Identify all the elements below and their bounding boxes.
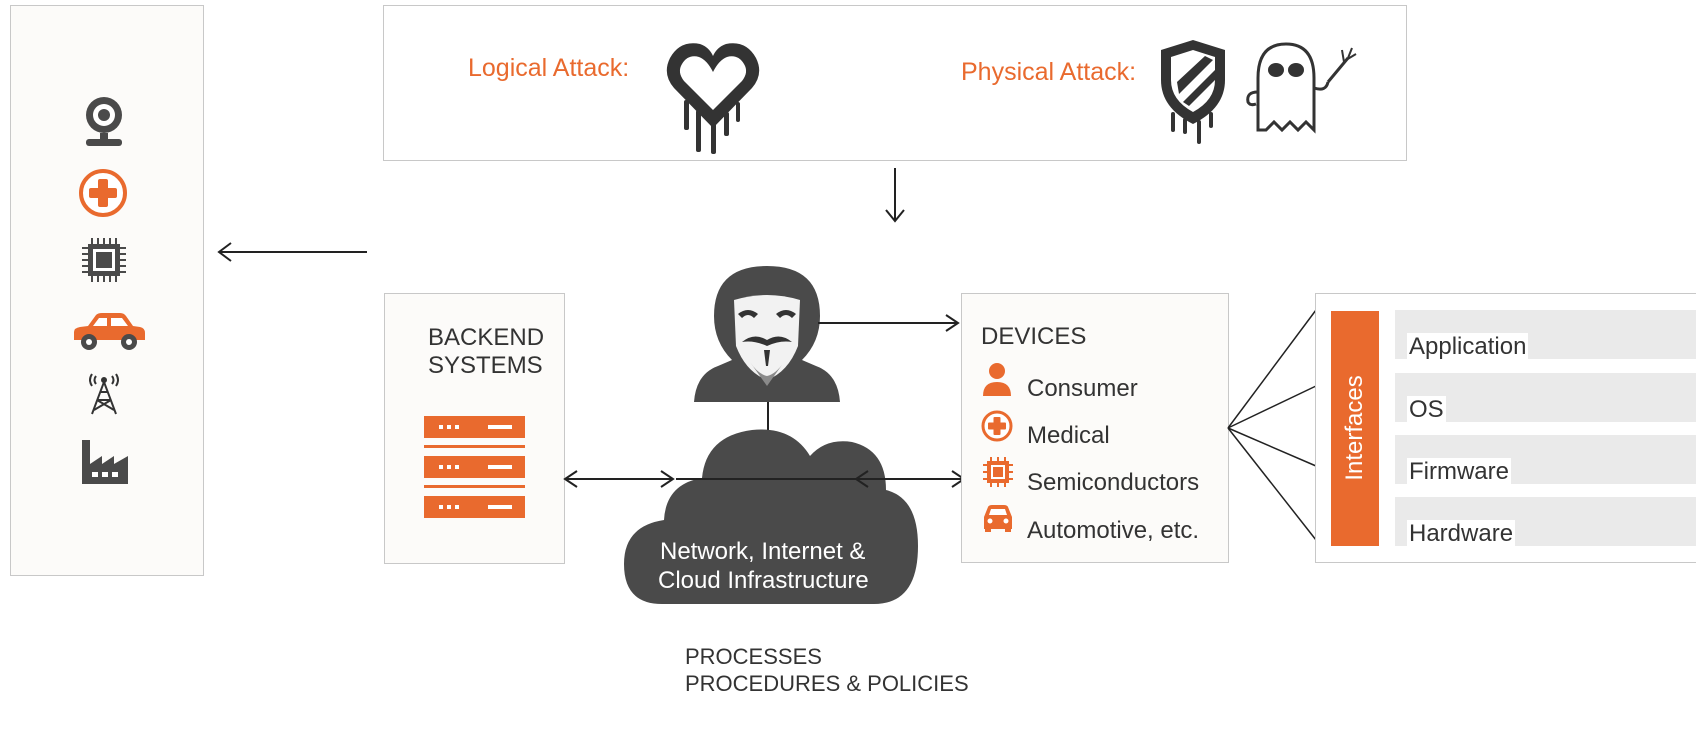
backend-cloud-arrow xyxy=(563,470,675,488)
left-arrow xyxy=(217,242,367,262)
hacker-icon xyxy=(694,266,840,402)
backend-title-line2: SYSTEMS xyxy=(428,352,543,379)
spectre-ghost-icon xyxy=(1246,42,1357,134)
radio-tower-icon xyxy=(89,373,119,415)
layer-label-firmware: Firmware xyxy=(1407,458,1511,486)
webcam-icon xyxy=(86,97,122,146)
interfaces-label: Interfaces xyxy=(1341,375,1368,481)
medical-cross-icon xyxy=(981,410,1013,442)
car-icon xyxy=(984,505,1012,532)
factory-icon xyxy=(82,440,128,484)
cloud-shape xyxy=(624,429,918,604)
car-icon xyxy=(74,313,145,350)
devices-interfaces-links xyxy=(1227,309,1317,541)
cloud-link-line xyxy=(676,478,858,480)
layer-hardware: Hardware xyxy=(1395,497,1696,548)
logical-attack-label: Logical Attack: xyxy=(468,54,630,82)
layer-firmware: Firmware xyxy=(1395,435,1696,486)
device-item-consumer: Consumer xyxy=(1027,375,1138,402)
device-item-automotive: Automotive, etc. xyxy=(1027,517,1200,544)
meltdown-shield-icon xyxy=(1161,40,1225,144)
cloud-label-line1: Network, Internet & xyxy=(660,538,866,565)
chip-icon xyxy=(983,457,1013,487)
attack-panel xyxy=(383,5,1407,161)
medical-cross-icon xyxy=(79,169,127,217)
cloud-devices-arrow xyxy=(854,470,966,488)
server-icon xyxy=(424,416,525,518)
layer-application: Application xyxy=(1395,310,1696,361)
layer-label-os: OS xyxy=(1407,396,1446,424)
devices-title: DEVICES xyxy=(981,323,1087,350)
layer-label-application: Application xyxy=(1407,333,1529,361)
backend-title-line1: BACKEND xyxy=(428,324,545,351)
physical-attack-label: Physical Attack: xyxy=(961,58,1137,86)
layer-os: OS xyxy=(1395,373,1696,424)
footer-line1: PROCESSES xyxy=(685,644,822,669)
footer-line2: PROCEDURES & POLICIES xyxy=(685,671,969,696)
device-item-semiconductors: Semiconductors xyxy=(1027,469,1200,496)
down-arrow xyxy=(885,168,905,223)
interfaces-bar xyxy=(1331,311,1379,546)
layer-label-hardware: Hardware xyxy=(1407,520,1516,548)
chip-icon xyxy=(82,238,126,282)
hacker-devices-arrow xyxy=(818,314,960,332)
device-item-medical: Medical xyxy=(1027,422,1110,449)
person-icon xyxy=(983,363,1011,396)
sector-panel xyxy=(10,5,204,576)
cloud-label-line2: Cloud Infrastructure xyxy=(658,567,869,594)
heartbleed-icon xyxy=(666,43,760,154)
